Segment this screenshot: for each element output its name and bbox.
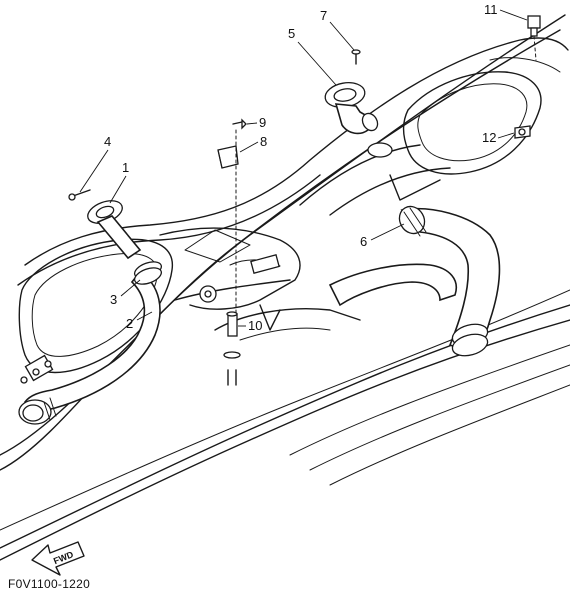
clip-12 [514, 125, 531, 139]
svg-text:11: 11 [484, 2, 498, 17]
callout-6: 6 [360, 223, 405, 249]
callout-4: 4 [79, 134, 111, 193]
svg-text:4: 4 [104, 134, 111, 149]
callout-10: 10 [238, 318, 262, 333]
callout-5: 5 [288, 26, 337, 86]
callout-9: 9 [246, 115, 266, 130]
pin-9 [232, 118, 247, 130]
callout-12: 12 [482, 130, 515, 145]
svg-text:9: 9 [259, 115, 266, 130]
svg-text:10: 10 [248, 318, 262, 333]
svg-text:6: 6 [360, 234, 367, 249]
svg-text:1: 1 [122, 160, 129, 175]
bolt-7 [351, 49, 361, 65]
fitting-1 [87, 200, 142, 260]
bow-storage-opening [18, 238, 174, 384]
plug-11 [527, 15, 541, 61]
callout-11: 11 [484, 2, 528, 21]
hose-clamp-3 [133, 261, 163, 285]
callout-8: 8 [239, 134, 267, 153]
callout-3: 3 [110, 279, 141, 307]
svg-text:7: 7 [320, 8, 327, 23]
elbow-5 [324, 82, 393, 158]
center-deck [159, 227, 361, 341]
hose-6 [328, 205, 501, 357]
rivet-4 [68, 189, 91, 201]
callout-1: 1 [109, 160, 129, 204]
callout-2: 2 [126, 311, 153, 331]
svg-text:5: 5 [288, 26, 295, 41]
hose-2 [18, 270, 161, 425]
figure-code: F0V1100-1220 [8, 577, 91, 591]
sensor-10 [223, 311, 241, 386]
stern-opening [299, 57, 561, 216]
callout-7: 7 [320, 8, 355, 51]
svg-text:2: 2 [126, 316, 133, 331]
svg-text:3: 3 [110, 292, 117, 307]
cap-8 [217, 145, 239, 169]
fwd-arrow-icon: FWD [31, 541, 85, 576]
svg-text:8: 8 [260, 134, 267, 149]
svg-text:12: 12 [482, 130, 496, 145]
